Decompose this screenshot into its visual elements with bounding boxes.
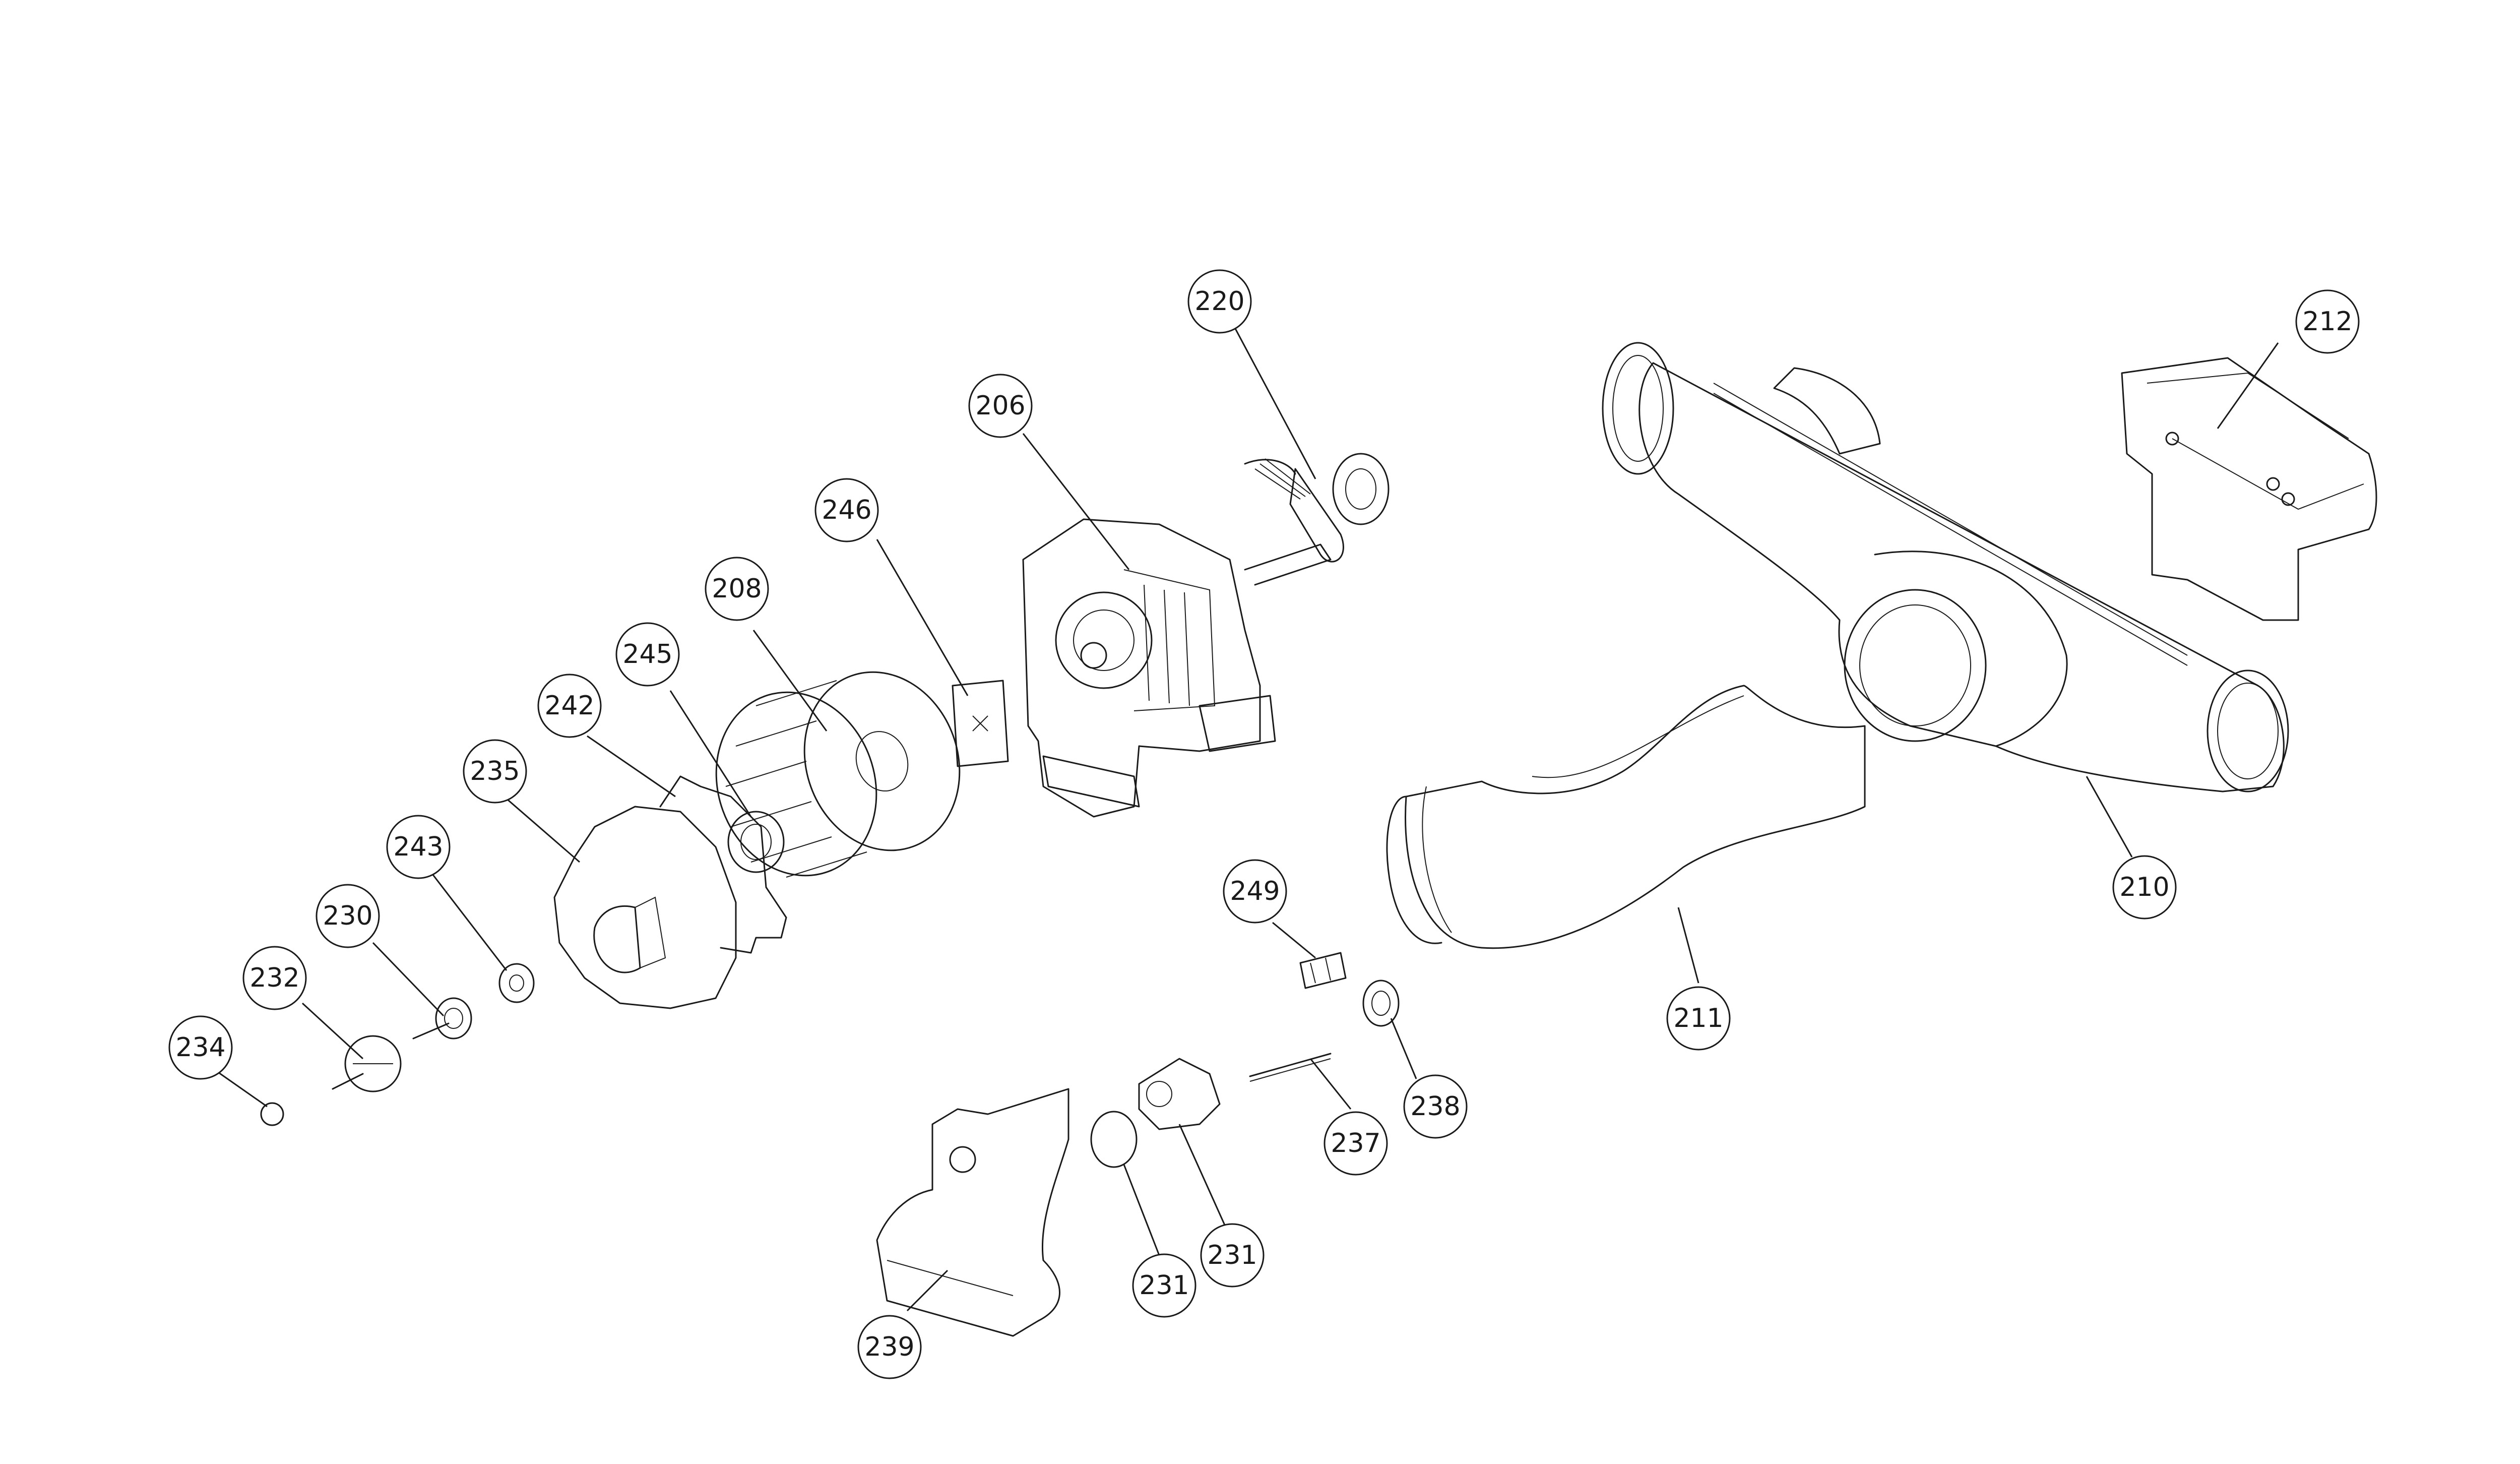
part-239-cover-panel	[876, 1088, 1069, 1337]
callout-239-label: 239	[864, 1332, 914, 1362]
callout-235: 235	[463, 739, 527, 804]
callout-249: 249	[1223, 859, 1287, 924]
callout-231-sensor-label: 231	[1207, 1240, 1257, 1270]
callout-231-sensor: 231	[1200, 1223, 1265, 1288]
callout-211: 211	[1666, 986, 1731, 1051]
part-245-bearing	[727, 811, 785, 873]
callout-212-label: 212	[2302, 307, 2352, 337]
callout-232-label: 232	[249, 963, 299, 993]
callout-237-label: 237	[1331, 1128, 1380, 1158]
part-212-cover	[2121, 357, 2377, 621]
callout-239: 239	[857, 1315, 922, 1379]
part-231-sensor	[1090, 1058, 1221, 1168]
callout-206: 206	[968, 374, 1033, 438]
part-237-rod	[1249, 1053, 1332, 1082]
part-238-pulley	[1362, 980, 1400, 1027]
callout-210-label: 210	[2119, 872, 2169, 902]
part-235-fan-housing	[553, 806, 737, 1009]
callout-208: 208	[705, 557, 769, 621]
callout-249-label: 249	[1230, 876, 1280, 906]
callout-237: 237	[1324, 1111, 1388, 1176]
part-246-pad	[952, 680, 1009, 767]
callout-231-cap-label: 231	[1139, 1270, 1189, 1301]
callout-230-label: 230	[323, 901, 372, 931]
callout-234: 234	[168, 1015, 233, 1080]
callout-243: 243	[386, 815, 451, 879]
callout-220-label: 220	[1194, 286, 1244, 317]
callout-242: 242	[537, 674, 602, 738]
callout-206-label: 206	[975, 391, 1025, 421]
callout-231-cap: 231	[1132, 1253, 1196, 1318]
callout-245-label: 245	[622, 639, 672, 669]
callout-212: 212	[2295, 289, 2360, 354]
callout-234-label: 234	[175, 1032, 225, 1063]
callout-220: 220	[1187, 269, 1252, 334]
part-206-motor	[1022, 518, 1332, 818]
part-220-tensioner	[1244, 453, 1390, 563]
callout-238-label: 238	[1410, 1091, 1460, 1122]
leader-lines	[216, 327, 2279, 1312]
part-243-washer	[498, 963, 535, 1003]
part-249-clip	[1299, 952, 1347, 989]
callout-243-label: 243	[393, 832, 443, 862]
callout-246: 246	[814, 478, 879, 542]
callout-210: 210	[2112, 855, 2177, 920]
callout-235-label: 235	[470, 756, 520, 786]
part-242-bracket	[659, 775, 787, 954]
callout-246-label: 246	[822, 495, 871, 525]
part-210-main-duct	[1602, 342, 2289, 792]
part-211-curved-duct	[1386, 685, 1866, 949]
callout-242-label: 242	[544, 691, 594, 721]
callout-211-label: 211	[1673, 1003, 1723, 1033]
callout-245: 245	[615, 622, 680, 687]
part-208-impeller	[715, 671, 961, 878]
part-232-knob	[332, 1035, 402, 1092]
part-230-hub	[412, 997, 472, 1040]
part-234-cap	[260, 1102, 284, 1126]
callout-238: 238	[1403, 1074, 1468, 1139]
callout-208-label: 208	[712, 574, 762, 604]
callout-230: 230	[316, 884, 380, 948]
callout-232: 232	[242, 946, 307, 1010]
